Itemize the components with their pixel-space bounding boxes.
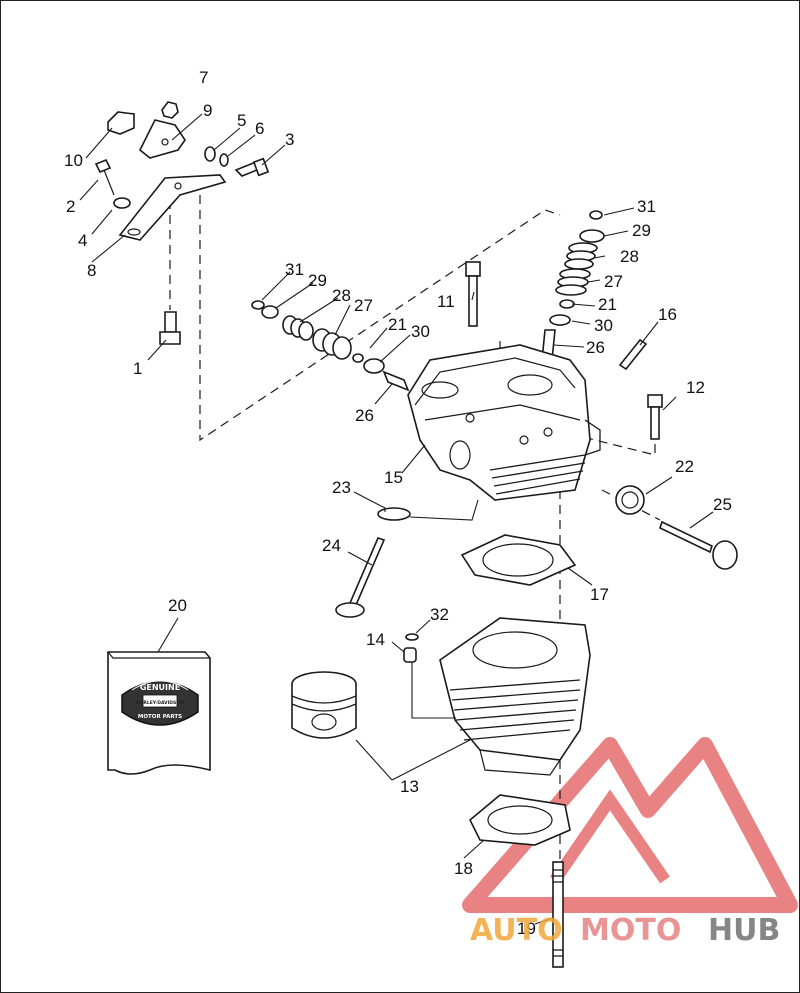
o-ring-part-32: [405, 633, 419, 641]
callout-18: 18: [454, 859, 473, 878]
bolt-part-1: [164, 311, 177, 333]
seat-part-30b: [549, 314, 571, 326]
callout-27b: 27: [604, 272, 623, 291]
callout-28a: 28: [332, 286, 351, 305]
callout-32: 32: [430, 605, 449, 624]
dowel-part-14: [403, 647, 417, 663]
watermark-auto: AUTO: [470, 913, 563, 948]
bracket-plate-part-8: [118, 174, 227, 241]
washer-part-6: [219, 153, 229, 167]
base-gasket-part-18: [469, 794, 571, 846]
callout-7: 7: [199, 68, 208, 87]
callout-13: 13: [400, 777, 419, 796]
automotohub-watermark: AUTO MOTO HUB: [470, 913, 780, 948]
callout-8: 8: [87, 261, 96, 280]
callout-19: 19: [517, 919, 536, 938]
callout-29a: 29: [308, 271, 327, 290]
callout-numbers: 1 2 3 4 5 6 7 8 9 10 11 12 13 14 15 16 1…: [64, 68, 732, 938]
callout-23: 23: [332, 478, 351, 497]
callout-29b: 29: [632, 221, 651, 240]
callout-16: 16: [658, 305, 677, 324]
genuine-parts-box-part-20: GENUINE HARLEY-DAVIDSON MOTOR PARTS: [107, 651, 211, 775]
callout-2: 2: [66, 197, 75, 216]
callout-17: 17: [590, 585, 609, 604]
callout-10: 10: [64, 151, 83, 170]
callout-14: 14: [366, 630, 385, 649]
badge-bottom-text: MOTOR PARTS: [138, 714, 182, 720]
leader-lines: [79, 113, 714, 925]
cylinder-head-part-15: [407, 344, 601, 501]
bracket-assembly: [94, 101, 270, 345]
washer-part-4: [113, 197, 131, 209]
callout-21a: 21: [388, 315, 407, 334]
intake-valve-part-24: [335, 537, 386, 618]
retainer-part-29b: [579, 229, 605, 243]
callout-27a: 27: [354, 296, 373, 315]
callout-25: 25: [713, 495, 732, 514]
callout-31a: 31: [285, 260, 304, 279]
bolt-part-12: [647, 394, 663, 440]
callout-21b: 21: [598, 295, 617, 314]
callout-28b: 28: [620, 247, 639, 266]
seal-part-21b: [559, 299, 575, 309]
spring-part-27b: [555, 268, 591, 296]
guide-part-26: [382, 370, 410, 392]
keeper-part-31b: [589, 210, 603, 220]
seal-part-21: [352, 353, 364, 363]
washer-part-5: [204, 146, 216, 162]
piston-part-13: [291, 671, 357, 739]
watermark-hub: HUB: [708, 913, 780, 948]
spring-part-27: [312, 328, 352, 360]
retainer-part-29: [261, 305, 279, 319]
callout-26b: 26: [586, 338, 605, 357]
spring-part-28b: [564, 242, 598, 270]
head-gasket-part-17: [460, 534, 577, 586]
head-bolt-part-11: [465, 261, 481, 327]
callout-31b: 31: [637, 197, 656, 216]
callout-22: 22: [675, 457, 694, 476]
keeper-part-31: [251, 300, 265, 310]
nut-part-10: [107, 111, 135, 135]
seat-part-30: [363, 358, 385, 374]
exhaust-valve-part-25: [659, 520, 738, 570]
watermark-triangle-logo: [462, 737, 798, 913]
callout-15: 15: [384, 468, 403, 487]
spring-part-28: [282, 315, 314, 341]
callout-5: 5: [237, 111, 246, 130]
callout-24: 24: [322, 536, 341, 555]
callout-12: 12: [686, 378, 705, 397]
left-valve-spring-stack: [251, 300, 410, 392]
watermark-moto: MOTO: [580, 913, 681, 948]
callout-3: 3: [285, 130, 294, 149]
callout-9: 9: [203, 101, 212, 120]
genuine-badge: GENUINE HARLEY-DAVIDSON MOTOR PARTS: [121, 680, 199, 726]
cylinder-part-13: [439, 617, 591, 776]
bracket-part-9: [138, 119, 186, 159]
seal-part-23: [377, 507, 411, 521]
badge-center-text: HARLEY-DAVIDSON: [136, 700, 184, 706]
right-valve-spring-stack: [541, 210, 605, 361]
callout-20: 20: [168, 596, 187, 615]
callout-30a: 30: [411, 322, 430, 341]
stud-part-16: [618, 338, 648, 371]
badge-top-text: GENUINE: [140, 683, 180, 692]
callout-11: 11: [437, 292, 455, 311]
valve-seat-part-22: [615, 485, 645, 515]
callout-30b: 30: [594, 316, 613, 335]
bolt-part-2: [94, 158, 112, 174]
callout-4: 4: [78, 231, 87, 250]
callout-6: 6: [255, 119, 264, 138]
nut-part-7: [161, 101, 179, 119]
callout-26a: 26: [355, 406, 374, 425]
callout-1: 1: [133, 359, 142, 378]
stud-part-19: [552, 861, 564, 968]
